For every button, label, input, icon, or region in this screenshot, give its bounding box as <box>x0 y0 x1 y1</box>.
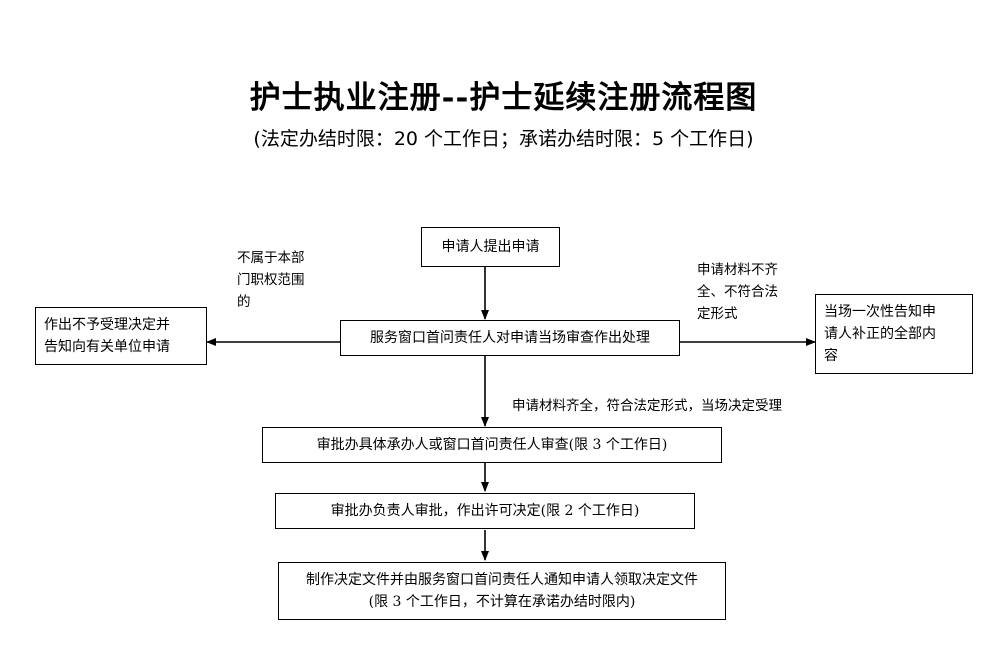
node-notify-line-3: 容 <box>824 348 838 364</box>
node-reject: 作出不予受理决定并 告知向有关单位申请 <box>35 307 207 365</box>
node-notify-line-1: 当场一次性告知申 <box>824 304 936 320</box>
label-incomplete-line-2: 全、不符合法 <box>697 284 778 300</box>
node-issue-line-1: 制作决定文件并由服务窗口首问责任人通知申请人领取决定文件 <box>306 572 698 588</box>
label-incomplete: 申请材料不齐 全、不符合法 定形式 <box>697 259 778 325</box>
node-issue-line-2: (限 3 个工作日，不计算在承诺办结时限内) <box>368 594 636 610</box>
node-reject-line-2: 告知向有关单位申请 <box>44 339 170 355</box>
page-title: 护士执业注册--护士延续注册流程图 <box>249 80 758 116</box>
node-approve: 审批办负责人审批，作出许可决定(限 2 个工作日) <box>275 493 695 529</box>
page-subtitle: (法定办结时限：20 个工作日；承诺办结时限：5 个工作日) <box>253 128 754 150</box>
label-not-in-scope-line-1: 不属于本部 <box>237 250 305 266</box>
label-not-in-scope-line-2: 门职权范围 <box>237 272 305 288</box>
node-notify-supplement: 当场一次性告知申 请人补正的全部内 容 <box>815 294 973 374</box>
label-incomplete-line-1: 申请材料不齐 <box>697 262 778 278</box>
label-not-in-scope: 不属于本部 门职权范围 的 <box>237 247 305 313</box>
node-issue: 制作决定文件并由服务窗口首问责任人通知申请人领取决定文件 (限 3 个工作日，不… <box>278 562 726 620</box>
node-service-window: 服务窗口首问责任人对申请当场审查作出处理 <box>340 320 680 356</box>
node-notify-line-2: 请人补正的全部内 <box>824 326 936 342</box>
label-not-in-scope-line-3: 的 <box>237 294 251 310</box>
node-reject-line-1: 作出不予受理决定并 <box>44 317 170 333</box>
node-apply: 申请人提出申请 <box>421 227 560 267</box>
label-accepted: 申请材料齐全，符合法定形式，当场决定受理 <box>512 398 782 414</box>
node-review: 审批办具体承办人或窗口首问责任人审查(限 3 个工作日) <box>262 427 722 463</box>
label-incomplete-line-3: 定形式 <box>697 306 738 322</box>
